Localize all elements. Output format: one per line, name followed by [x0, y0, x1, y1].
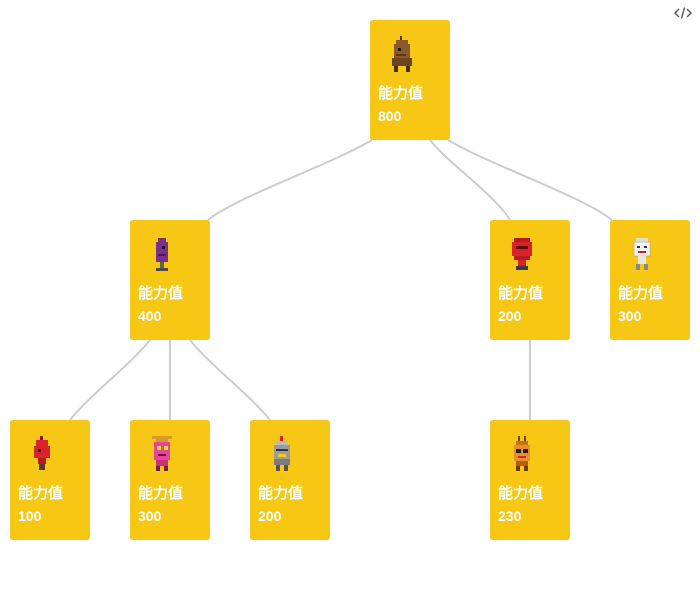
tree-node-root[interactable]: 能力值 800 — [370, 20, 450, 140]
tree-node-level2-a[interactable]: 能力值 100 — [10, 420, 90, 540]
node-value: 200 — [498, 308, 522, 324]
tree-node-level2-c[interactable]: 能力值 200 — [250, 420, 330, 540]
node-label: 能力值 — [378, 85, 424, 102]
node-value: 100 — [18, 508, 42, 524]
node-value: 800 — [378, 108, 402, 124]
purple-creature-avatar-icon — [156, 238, 168, 271]
link-root-to-node-400 — [207, 139, 373, 221]
code-view-icon[interactable] — [674, 4, 692, 22]
node-value: 400 — [138, 308, 162, 324]
tree-node-level1-right[interactable]: 能力值 300 — [610, 220, 690, 340]
link-root-to-node-200 — [429, 139, 511, 221]
red-small-creature-avatar-icon — [34, 436, 50, 470]
tree-node-level2-d[interactable]: 能力值 230 — [490, 420, 570, 540]
node-label: 能力值 — [138, 285, 184, 302]
tree-node-level2-b[interactable]: 能力值 300 — [130, 420, 210, 540]
node-label: 能力值 — [258, 485, 304, 502]
node-label: 能力值 — [618, 285, 664, 302]
tree-node-level1-middle[interactable]: 能力值 200 — [490, 220, 570, 340]
node-value: 300 — [138, 508, 162, 524]
node-value: 200 — [258, 508, 282, 524]
node-label: 能力值 — [498, 285, 544, 302]
node-label: 能力值 — [498, 485, 544, 502]
brown-creature-avatar-icon — [392, 36, 412, 72]
link-root-to-node-300 — [447, 139, 613, 221]
pink-creature-avatar-icon — [152, 436, 172, 471]
white-creature-avatar-icon — [633, 238, 651, 270]
node-label: 能力值 — [138, 485, 184, 502]
node-label: 能力值 — [18, 485, 64, 502]
orange-creature-avatar-icon — [514, 436, 530, 471]
tree-node-level1-left[interactable]: 能力值 400 — [130, 220, 210, 340]
node-value: 230 — [498, 508, 522, 524]
gray-knight-avatar-icon — [274, 436, 290, 471]
red-creature-avatar-icon — [512, 238, 532, 270]
link-node-400-to-node-100 — [69, 339, 151, 421]
node-value: 300 — [618, 308, 642, 324]
link-node-400-to-node-200 — [189, 339, 271, 421]
